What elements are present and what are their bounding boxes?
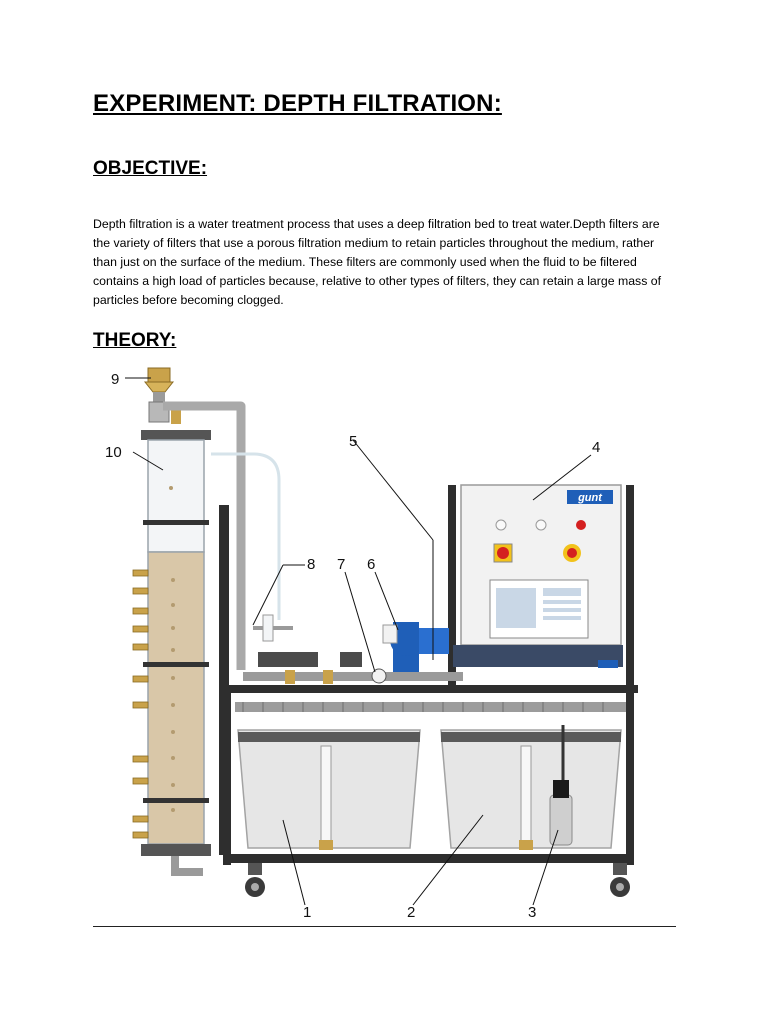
objective-paragraph: Depth filtration is a water treatment pr… bbox=[93, 217, 662, 307]
theory-heading: THEORY: bbox=[93, 330, 177, 351]
support-frame bbox=[223, 485, 638, 865]
pump-assembly bbox=[243, 614, 463, 684]
callout-8: 8 bbox=[307, 556, 315, 573]
caster-wheels bbox=[245, 863, 630, 897]
callout-6: 6 bbox=[367, 556, 375, 573]
callout-4: 4 bbox=[592, 439, 600, 456]
objective-heading: OBJECTIVE: bbox=[93, 158, 208, 179]
brand-logo: gunt bbox=[577, 492, 603, 504]
callout-10: 10 bbox=[105, 444, 122, 461]
control-cabinet: gunt bbox=[453, 484, 623, 668]
callout-3: 3 bbox=[528, 904, 536, 921]
tank-2 bbox=[440, 725, 622, 850]
callout-2: 2 bbox=[407, 904, 415, 921]
apparatus-figure: gunt bbox=[93, 360, 678, 925]
callout-1: 1 bbox=[303, 904, 311, 921]
tank-1 bbox=[237, 729, 421, 850]
apparatus-diagram: gunt bbox=[105, 367, 638, 921]
bottom-rule bbox=[93, 926, 676, 927]
page-title: EXPERIMENT: DEPTH FILTRATION: bbox=[93, 90, 502, 117]
callout-5: 5 bbox=[349, 433, 357, 450]
callout-leaders bbox=[125, 377, 592, 906]
filter-column bbox=[132, 367, 211, 876]
callout-7: 7 bbox=[337, 556, 345, 573]
callout-9: 9 bbox=[111, 371, 119, 388]
